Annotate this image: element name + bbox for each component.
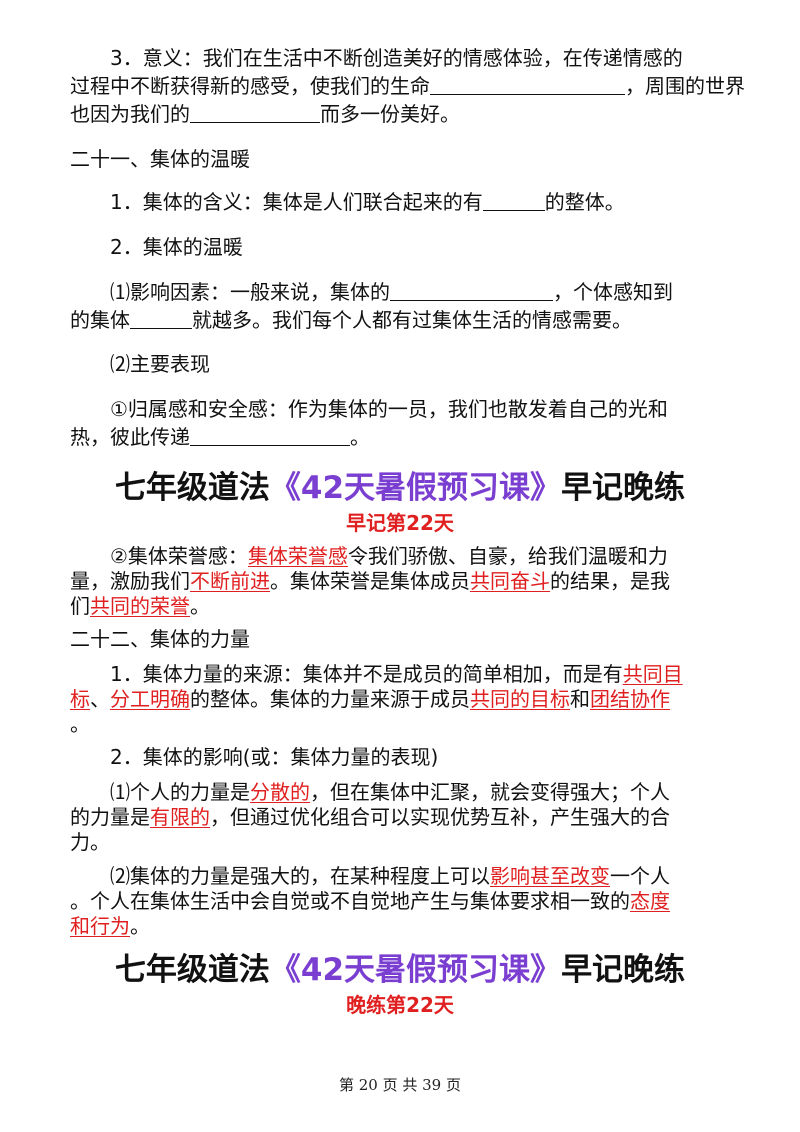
- meaning-line-2: 过程中不断获得新的感受，使我们的生命，周围的世界: [70, 74, 745, 98]
- meaning-line-1: 3．意义：我们在生活中不断创造美好的情感体验，在传递情感的: [110, 46, 683, 70]
- collective-warmth-heading: 2．集体的温暖: [110, 235, 243, 259]
- individual-power-line-1: ⑴个人的力量是分散的，但在集体中汇聚，就会变得强大；个人: [110, 780, 670, 804]
- fill-blank: [482, 192, 545, 211]
- honor-line-1: ②集体荣誉感：集体荣誉感令我们骄傲、自豪，给我们温暖和力: [110, 544, 668, 568]
- factor-line-2: 的集体就越多。我们每个人都有过集体生活的情感需要。: [70, 308, 632, 332]
- fill-blank: [130, 310, 192, 329]
- belonging-line-2: 热，彼此传递。: [70, 425, 370, 449]
- course-title-2: 七年级道法《42天暑假预习课》早记晚练: [114, 952, 686, 988]
- fill-blank: [190, 104, 320, 123]
- collective-power-line-1: ⑵集体的力量是强大的，在某种程度上可以影响甚至改变一个人: [110, 864, 670, 888]
- factor-line-1: ⑴影响因素：一般来说，集体的，个体感知到: [110, 280, 673, 304]
- fill-blank: [190, 427, 350, 446]
- page-number: 第 20 页 共 39 页: [338, 1076, 461, 1094]
- individual-power-line-2: 的力量是有限的，但通过优化组合可以实现优势互补，产生强大的合: [70, 805, 670, 829]
- collective-power-line-2: 。个人在集体生活中会自觉或不自觉地产生与集体要求相一致的态度: [70, 889, 670, 913]
- evening-subtitle: 晚练第22天: [346, 993, 454, 1017]
- collective-power-line-3: 和行为。: [70, 914, 150, 938]
- power-source-line-3: 。: [70, 712, 90, 736]
- influence-heading: 2．集体的影响(或：集体力量的表现): [110, 745, 439, 769]
- honor-line-3: 们共同的荣誉。: [70, 594, 210, 618]
- section-heading-22: 二十二、集体的力量: [70, 627, 250, 651]
- individual-power-line-3: 力。: [70, 830, 110, 854]
- meaning-line-3: 也因为我们的而多一份美好。: [70, 102, 460, 126]
- fill-blank: [430, 76, 625, 95]
- belonging-line-1: ①归属感和安全感：作为集体的一员，我们也散发着自己的光和: [110, 397, 668, 421]
- course-title: 七年级道法《42天暑假预习课》早记晚练: [114, 470, 686, 506]
- main-performance-heading: ⑵主要表现: [110, 352, 210, 376]
- collective-meaning: 1．集体的含义：集体是人们联合起来的有的整体。: [110, 190, 625, 214]
- section-heading-21: 二十一、集体的温暖: [70, 147, 250, 171]
- power-source-line-1: 1．集体力量的来源：集体并不是成员的简单相加，而是有共同目: [110, 662, 683, 686]
- morning-subtitle: 早记第22天: [346, 511, 454, 535]
- power-source-line-2: 标、分工明确的整体。集体的力量来源于成员共同的目标和团结协作: [70, 687, 670, 711]
- fill-blank: [390, 282, 553, 301]
- honor-line-2: 量，激励我们不断前进。集体荣誉是集体成员共同奋斗的结果，是我: [70, 569, 670, 593]
